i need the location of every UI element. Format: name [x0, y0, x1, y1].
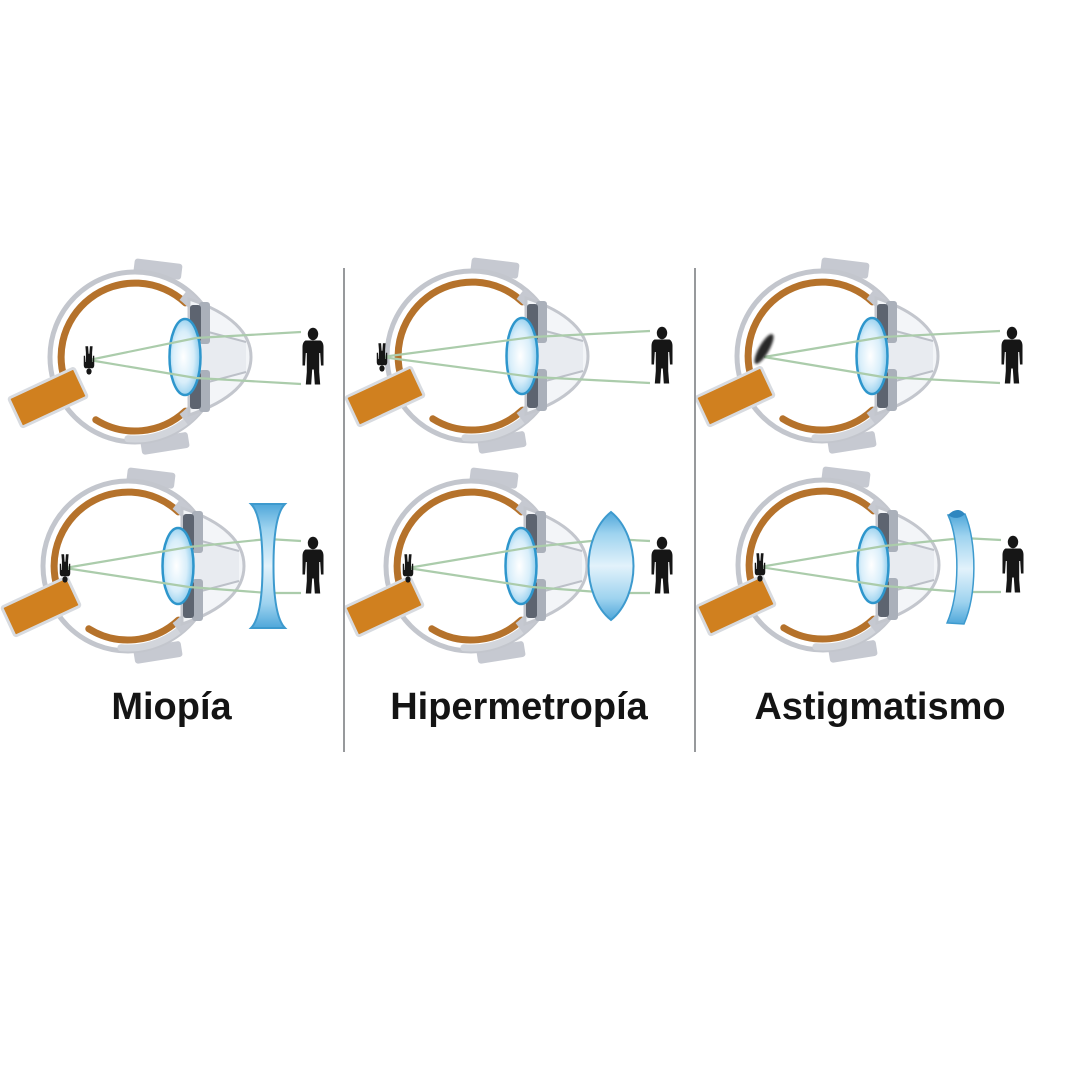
- convex-lens: [587, 510, 635, 622]
- light-ray: [381, 355, 651, 385]
- optic-nerve: [344, 366, 426, 428]
- light-ray: [64, 566, 301, 595]
- myopia-uncorrected-diagram: [7, 258, 324, 455]
- ciliary-body-top: [886, 301, 897, 343]
- person-figure: [1001, 326, 1023, 384]
- light-ray: [763, 329, 1001, 359]
- anterior-chamber: [533, 538, 582, 594]
- choroid-retina: [57, 279, 189, 396]
- person-figure: [651, 536, 673, 594]
- choroid-retina: [393, 488, 525, 605]
- astigmatism-uncorrected-diagram: [694, 257, 1023, 454]
- label-miopia: Miopía: [111, 686, 232, 728]
- anterior-chamber: [884, 328, 933, 384]
- light-ray: [381, 329, 651, 359]
- anterior-chamber: [885, 537, 934, 593]
- crystalline-lens: [161, 526, 195, 606]
- optic-nerve: [0, 576, 82, 638]
- choroid-retina: [429, 406, 526, 434]
- ciliary-body-top: [199, 302, 210, 344]
- choroid-retina: [745, 487, 877, 604]
- concave-lens: [248, 503, 288, 629]
- choroid-retina: [779, 406, 876, 434]
- label-hipermetropia: Hipermetropía: [390, 686, 648, 728]
- person-figure: [651, 326, 673, 384]
- crystalline-lens: [855, 316, 889, 396]
- ciliary-body-bottom: [536, 369, 547, 411]
- anterior-chamber: [197, 329, 246, 385]
- ciliary-body-top: [887, 510, 898, 552]
- inverted-focal-image: [83, 346, 95, 375]
- crystalline-lens: [856, 525, 890, 605]
- light-ray: [759, 536, 1002, 569]
- inverted-focal-image: [59, 554, 71, 583]
- choroid-retina: [744, 278, 876, 395]
- inverted-focal-image: [376, 343, 388, 372]
- ciliary-body-bottom: [886, 369, 897, 411]
- choroid-retina: [394, 278, 526, 395]
- light-ray: [88, 358, 302, 386]
- optic-nerve: [695, 575, 777, 637]
- anterior-chamber: [534, 328, 583, 384]
- ciliary-body-top: [192, 511, 203, 553]
- hyperopia-uncorrected-diagram: [344, 257, 673, 454]
- crystalline-lens: [504, 526, 538, 606]
- label-astigmatismo: Astigmatismo: [754, 686, 1006, 728]
- column-divider-2: [694, 268, 696, 752]
- ciliary-body-bottom: [192, 579, 203, 621]
- light-ray: [88, 330, 302, 362]
- column-divider-1: [343, 268, 345, 752]
- optic-nerve: [694, 366, 776, 428]
- person-figure: [1002, 535, 1024, 593]
- light-ray: [64, 537, 302, 570]
- crystalline-lens: [168, 317, 202, 397]
- optic-nerve: [7, 367, 89, 429]
- ciliary-body-bottom: [535, 579, 546, 621]
- crystalline-lens: [505, 316, 539, 396]
- choroid-retina: [50, 488, 182, 605]
- anterior-chamber: [190, 538, 239, 594]
- inverted-focal-image: [754, 553, 766, 582]
- light-ray: [407, 537, 651, 570]
- light-ray: [759, 565, 1001, 594]
- inverted-focal-image: [402, 554, 414, 583]
- choroid-retina: [92, 407, 189, 435]
- person-figure: [302, 327, 324, 385]
- choroid-retina: [780, 615, 877, 643]
- ciliary-body-top: [536, 301, 547, 343]
- blurred-retinal-image: [754, 334, 774, 364]
- myopia-corrected-diagram: [0, 467, 324, 664]
- person-figure: [302, 536, 324, 594]
- ciliary-body-bottom: [887, 578, 898, 620]
- ciliary-body-top: [535, 511, 546, 553]
- light-ray: [763, 355, 1001, 385]
- choroid-retina: [428, 616, 525, 644]
- astigmatism-corrected-diagram: [695, 466, 1024, 663]
- hyperopia-corrected-diagram: [343, 467, 673, 664]
- ciliary-body-bottom: [199, 370, 210, 412]
- light-ray: [407, 566, 650, 595]
- cylindrical-lens: [945, 509, 975, 625]
- choroid-retina: [85, 616, 182, 644]
- optic-nerve: [343, 576, 425, 638]
